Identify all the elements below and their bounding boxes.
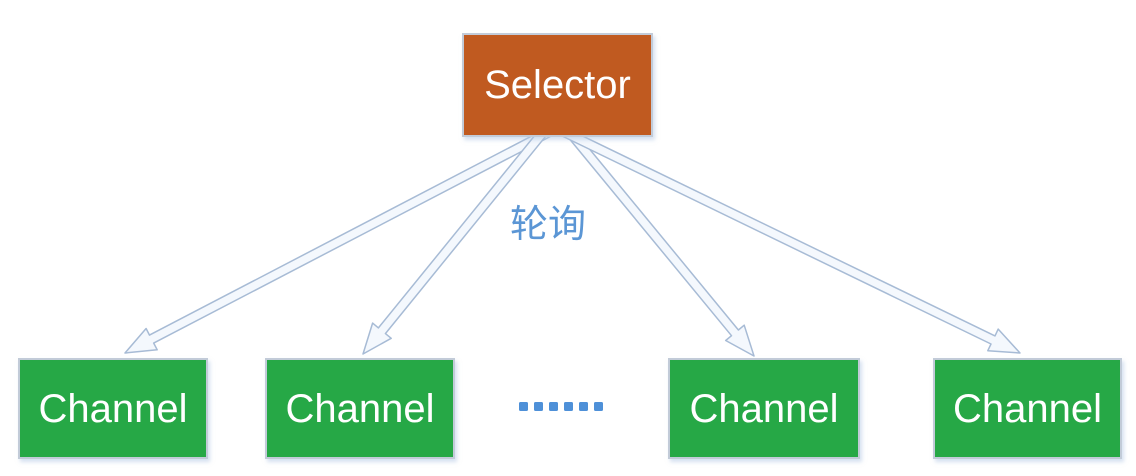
channel-node-3: Channel	[668, 358, 860, 459]
arrow-selector-to-channel-4	[557, 125, 1021, 354]
channel-node-4: Channel	[933, 358, 1122, 459]
ellipsis-dot	[534, 402, 543, 411]
polling-label: 轮询	[509, 202, 586, 246]
ellipsis-dot	[594, 402, 603, 411]
ellipsis-dot	[519, 402, 528, 411]
channel-label: Channel	[38, 386, 188, 431]
selector-node: Selector	[462, 33, 653, 137]
channel-label: Channel	[952, 386, 1102, 431]
ellipsis-dot	[579, 402, 588, 411]
selector-label: Selector	[484, 63, 631, 107]
channel-label: Channel	[689, 386, 839, 431]
arrow-selector-to-channel-3	[563, 126, 755, 357]
channel-label: Channel	[285, 386, 435, 431]
ellipsis-dot	[549, 402, 558, 411]
ellipsis-dots	[519, 402, 603, 411]
channel-node-1: Channel	[18, 358, 208, 459]
arrow-selector-to-channel-1	[124, 125, 556, 354]
arrow-selector-to-channel-2	[362, 126, 550, 355]
ellipsis-dot	[564, 402, 573, 411]
channel-node-2: Channel	[265, 358, 455, 459]
